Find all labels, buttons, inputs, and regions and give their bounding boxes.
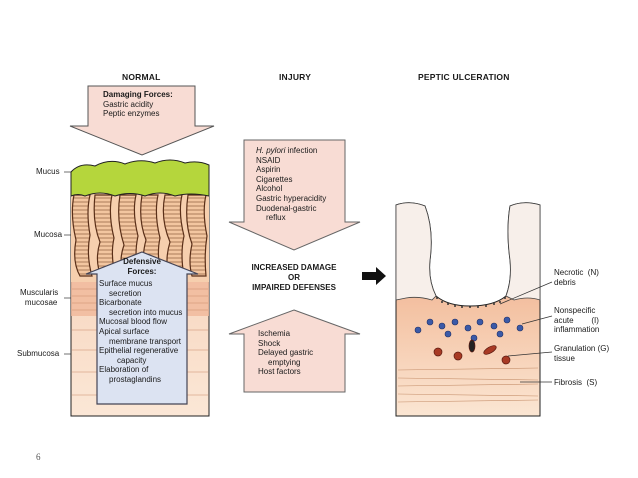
label-necrotic-debris: Necrotic (N) debris bbox=[554, 268, 599, 287]
injury-header: INJURY bbox=[279, 72, 312, 82]
center-statement: INCREASED DAMAGE OR IMPAIRED DEFENSES bbox=[251, 263, 337, 292]
layer-label-mucosa: Mucosa bbox=[34, 230, 63, 239]
damaging-forces-text: Damaging Forces: Gastric acidity Peptic … bbox=[103, 90, 173, 119]
layer-label-muscularis-mucosae: Muscularis mucosae bbox=[20, 288, 59, 307]
label-nonspecific-inflammation: Nonspecific acute (I) inflammation bbox=[554, 306, 600, 335]
defensive-forces-title: Defensive Forces: bbox=[123, 257, 161, 276]
peptic-ulceration-header: PEPTIC ULCERATION bbox=[418, 72, 510, 82]
damaging-forces-arrow bbox=[69, 85, 215, 156]
injury-causes-list: H. pylori infection NSAID Aspirin Cigare… bbox=[256, 146, 327, 223]
label-granulation-tissue: Granulation (G) tissue bbox=[554, 344, 610, 363]
page-number: 6 bbox=[36, 452, 41, 462]
impaired-defense-arrow bbox=[228, 309, 361, 393]
progression-arrow bbox=[362, 267, 386, 285]
ischemia-list: Ischemia Shock Delayed gastric emptying … bbox=[258, 329, 314, 377]
injury-causes-arrow bbox=[228, 139, 361, 251]
layer-tick-lines bbox=[64, 171, 71, 355]
layer-label-submucosa: Submucosa bbox=[17, 349, 60, 358]
defensive-forces-list: Surface mucus secretion Bicarbonate secr… bbox=[99, 279, 183, 384]
ulcer-tissue bbox=[395, 202, 541, 417]
damaging-forces-title: Damaging Forces: bbox=[103, 90, 173, 99]
layer-label-mucus: Mucus bbox=[36, 167, 60, 176]
label-fibrosis: Fibrosis (S) bbox=[554, 378, 598, 387]
ulcer-label-pointers bbox=[499, 281, 553, 383]
defensive-forces-arrow bbox=[85, 251, 199, 405]
normal-header: NORMAL bbox=[122, 72, 161, 82]
